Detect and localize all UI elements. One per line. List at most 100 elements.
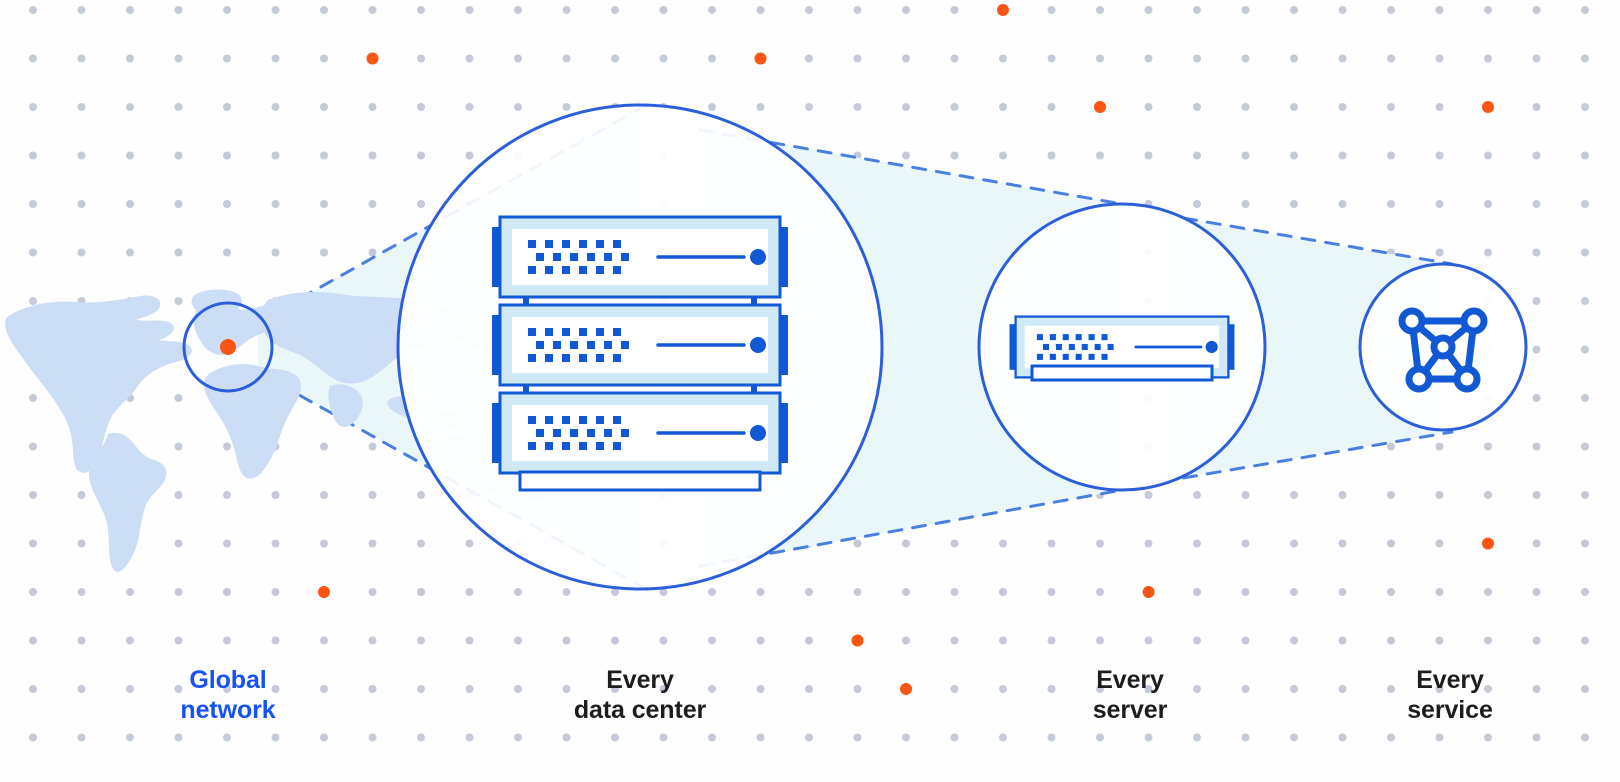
- grid-dot: [223, 151, 231, 160]
- grid-dot: [1532, 54, 1541, 63]
- grid-dot: [1484, 200, 1492, 208]
- grid-dot: [465, 103, 474, 111]
- grid-dot: [271, 248, 280, 257]
- grid-dot: [1581, 442, 1589, 451]
- grid-dot: [417, 733, 425, 742]
- grid-dot: [611, 733, 619, 742]
- grid-dot: [223, 539, 231, 548]
- grid-dot: [1241, 54, 1250, 63]
- grid-dot: [611, 6, 619, 14]
- label-line-1: Every: [606, 666, 674, 694]
- grid-dot: [562, 588, 571, 596]
- grid-dot: [368, 442, 377, 451]
- grid-dot: [514, 6, 522, 14]
- grid-dot: [320, 248, 328, 257]
- grid-dot: [902, 636, 910, 645]
- grid-dot: [659, 685, 668, 693]
- grid-dot: [126, 685, 134, 693]
- grid-dot: [999, 151, 1007, 160]
- grid-dot: [1241, 103, 1250, 111]
- grid-dot: [174, 442, 183, 451]
- grid-dot: [223, 636, 231, 645]
- grid-dot: [77, 151, 86, 160]
- grid-dot: [1532, 297, 1541, 305]
- grid-dot: [902, 6, 910, 14]
- grid-dot: [805, 685, 813, 693]
- network-graph-icon: [1398, 307, 1488, 393]
- grid-dot: [853, 733, 862, 742]
- grid-dot: [174, 636, 183, 645]
- grid-dot: [223, 6, 231, 14]
- grid-dot: [77, 685, 86, 693]
- server-rack-icon: [490, 215, 790, 492]
- grid-dot: [1193, 6, 1201, 14]
- grid-dot: [659, 588, 668, 596]
- grid-dot: [902, 588, 910, 596]
- grid-dot: [708, 6, 716, 14]
- grid-dot: [126, 636, 134, 645]
- grid-dot: [756, 103, 765, 111]
- grid-dot: [29, 6, 37, 14]
- grid-dot: [1096, 6, 1104, 14]
- grid-dot: [320, 442, 328, 451]
- grid-dot: [1532, 103, 1541, 111]
- grid-dot-accent: [1142, 586, 1155, 598]
- grid-dot: [174, 6, 183, 14]
- grid-dot: [1484, 685, 1492, 693]
- grid-dot: [29, 394, 37, 402]
- grid-dot: [1435, 636, 1444, 645]
- grid-dot: [223, 491, 231, 499]
- grid-dot: [1241, 151, 1250, 160]
- grid-dot: [805, 636, 813, 645]
- grid-dot: [126, 6, 134, 14]
- label-line-2: network: [180, 696, 276, 724]
- grid-dot: [1290, 685, 1298, 693]
- grid-dot: [77, 636, 86, 645]
- grid-dot: [1047, 636, 1056, 645]
- stage-label-server: Every server: [1030, 665, 1230, 725]
- grid-dot: [465, 6, 474, 14]
- grid-dot: [1193, 588, 1201, 596]
- stage-label-service: Every service: [1350, 665, 1550, 725]
- grid-dot: [1435, 733, 1444, 742]
- grid-dot: [1581, 733, 1589, 742]
- grid-dot: [368, 588, 377, 596]
- grid-dot: [174, 394, 183, 402]
- grid-dot: [1532, 151, 1541, 160]
- grid-dot: [1193, 733, 1201, 742]
- server-base-rail: [1030, 364, 1214, 382]
- grid-dot: [659, 636, 668, 645]
- grid-dot: [1047, 539, 1056, 548]
- grid-dot: [562, 733, 571, 742]
- grid-dot: [1096, 733, 1104, 742]
- grid-dot: [1581, 588, 1589, 596]
- grid-dot: [1047, 6, 1056, 14]
- grid-dot: [1144, 151, 1153, 160]
- grid-dot: [1338, 54, 1347, 63]
- grid-dot: [1532, 394, 1541, 402]
- grid-dot: [465, 151, 474, 160]
- grid-dot: [320, 54, 328, 63]
- grid-dot: [562, 6, 571, 14]
- grid-dot: [1290, 103, 1298, 111]
- grid-dot: [1290, 636, 1298, 645]
- grid-dot: [514, 588, 522, 596]
- grid-dot: [1144, 6, 1153, 14]
- grid-dot: [77, 588, 86, 596]
- grid-dot: [1581, 151, 1589, 160]
- grid-dot: [271, 200, 280, 208]
- grid-dot: [1484, 54, 1492, 63]
- grid-dot: [853, 54, 862, 63]
- grid-dot: [174, 297, 183, 305]
- grid-dot: [174, 588, 183, 596]
- grid-dot: [950, 539, 959, 548]
- grid-dot: [29, 151, 37, 160]
- label-line-1: Global: [189, 666, 267, 694]
- grid-dot: [1096, 636, 1104, 645]
- grid-dot: [562, 103, 571, 111]
- grid-dot: [1532, 200, 1541, 208]
- grid-dot: [368, 636, 377, 645]
- grid-dot: [1193, 491, 1201, 499]
- grid-dot: [465, 539, 474, 548]
- grid-dot: [999, 685, 1007, 693]
